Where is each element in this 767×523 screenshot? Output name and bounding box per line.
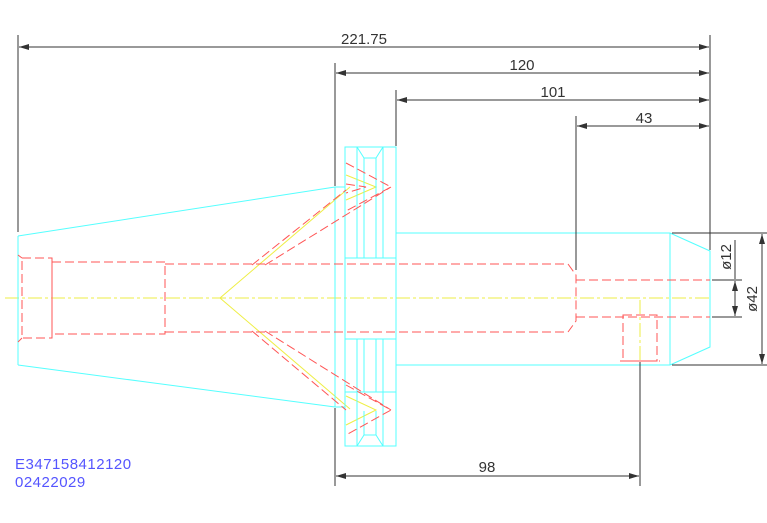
- dim-101: 101: [540, 84, 565, 101]
- dim-bore-diameter: ø12: [718, 244, 735, 270]
- dim-43: 43: [636, 110, 653, 127]
- dim-98: 98: [479, 459, 496, 476]
- hidden-lines: [17, 162, 710, 436]
- dim-120: 120: [509, 57, 534, 74]
- dimension-lines: [17, 35, 767, 486]
- dim-shank-diameter: ø42: [744, 286, 761, 312]
- part-code-1: E347158412120: [15, 456, 132, 473]
- dim-overall-length: 221.75: [341, 31, 387, 48]
- centerlines: [5, 174, 712, 426]
- tool-holder-outline: [17, 146, 711, 447]
- part-code-2: 02422029: [15, 474, 86, 491]
